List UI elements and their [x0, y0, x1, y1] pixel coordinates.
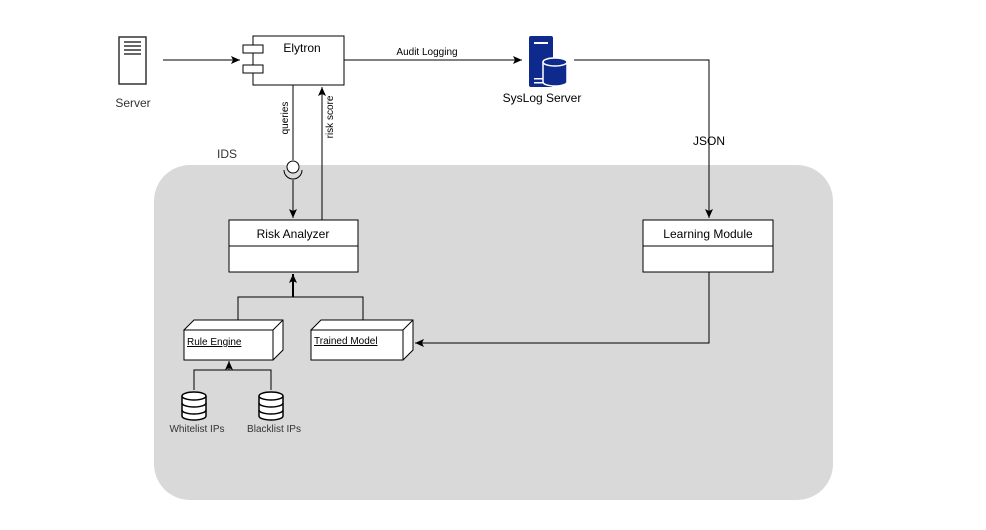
edge-label-risk-score: risk score — [325, 95, 336, 138]
elytron-node[interactable]: Elytron — [242, 35, 345, 86]
learning-module-node[interactable]: Learning Module — [642, 219, 774, 273]
elytron-label: Elytron — [283, 41, 320, 55]
server-label: Server — [115, 96, 150, 110]
syslog-server-label: SysLog Server — [503, 91, 582, 105]
edge-label-audit-logging: Audit Logging — [396, 47, 457, 58]
interface-lollipop-icon — [283, 160, 303, 180]
risk-analyzer-node[interactable]: Risk Analyzer — [228, 219, 359, 273]
edge-rule-engine-risk — [237, 296, 293, 320]
edge-label-json: JSON — [693, 134, 725, 148]
rule-engine-node[interactable]: Rule Engine — [183, 319, 284, 361]
edge-trained-model-risk — [293, 296, 364, 320]
risk-analyzer-label: Risk Analyzer — [257, 227, 330, 241]
ids-group-label: IDS — [217, 147, 237, 161]
server-icon — [118, 36, 147, 85]
edge-whitelist-rule — [193, 369, 229, 390]
edge-json — [574, 59, 713, 218]
database-icon — [258, 391, 284, 421]
learning-module-label: Learning Module — [663, 227, 753, 241]
blacklist-node[interactable]: Blacklist IPs — [247, 391, 301, 435]
edge-label-queries: queries — [280, 102, 291, 135]
edge-learning-trained — [415, 272, 710, 347]
server-node[interactable]: Server — [115, 36, 151, 110]
syslog-server-node[interactable]: SysLog Server — [503, 36, 582, 105]
whitelist-label: Whitelist IPs — [169, 424, 224, 435]
syslog-server-icon — [529, 36, 568, 87]
blacklist-label: Blacklist IPs — [247, 424, 301, 435]
rule-engine-label: Rule Engine — [187, 337, 242, 348]
component-icon — [242, 44, 264, 74]
trained-model-label: Trained Model — [314, 336, 378, 347]
edge-blacklist-rule — [229, 369, 272, 390]
database-icon — [181, 391, 207, 421]
whitelist-node[interactable]: Whitelist IPs — [169, 391, 225, 435]
trained-model-node[interactable]: Trained Model — [310, 319, 414, 361]
